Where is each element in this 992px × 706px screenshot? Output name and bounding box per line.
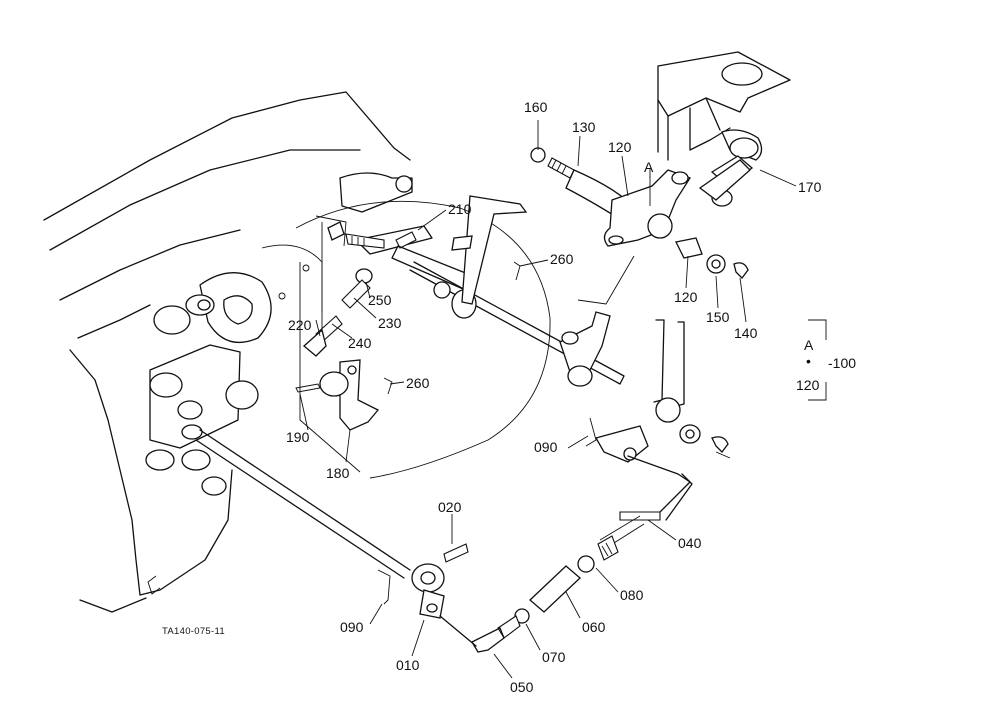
label-040: 040 (678, 535, 702, 551)
label-060: 060 (582, 619, 606, 635)
assembly-key-bottom: 120 (796, 377, 820, 393)
assembly-key-dot: • (806, 353, 811, 369)
label-010: 010 (396, 657, 420, 673)
figure-reference-code: TA140-075-11 (162, 626, 225, 637)
label-260-lower: 260 (406, 375, 430, 391)
label-250: 250 (368, 292, 392, 308)
transmission-housing (43, 91, 551, 613)
label-220: 220 (288, 317, 312, 333)
label-050: 050 (510, 679, 534, 695)
label-210: 210 (448, 201, 472, 217)
shaft-assembly-130 (530, 147, 749, 279)
lever-180 (295, 215, 521, 431)
label-070: 070 (542, 649, 566, 665)
label-leaders (299, 120, 827, 679)
label-230: 230 (378, 315, 402, 331)
part-labels: 160 130 120 A 170 210 260 250 230 220 24… (286, 99, 822, 695)
assembly-key: A • 120 -100 (796, 337, 856, 393)
label-120-lower: 120 (674, 289, 698, 305)
lever-170 (698, 129, 763, 207)
label-140: 140 (734, 325, 758, 341)
label-020: 020 (438, 499, 462, 515)
label-170: 170 (798, 179, 822, 195)
label-190: 190 (286, 429, 310, 445)
label-080: 080 (620, 587, 644, 603)
label-240: 240 (348, 335, 372, 351)
label-130: 130 (572, 119, 596, 135)
linkage-rods (195, 195, 731, 653)
label-150: 150 (706, 309, 730, 325)
label-260: 260 (550, 251, 574, 267)
label-090-lower: 090 (340, 619, 364, 635)
label-160: 160 (524, 99, 548, 115)
assembly-key-group: -100 (828, 355, 856, 371)
label-a: A (644, 159, 654, 175)
assembly-key-top: A (804, 337, 814, 353)
label-090: 090 (534, 439, 558, 455)
label-180: 180 (326, 465, 350, 481)
mounting-bracket (657, 51, 791, 161)
label-120: 120 (608, 139, 632, 155)
